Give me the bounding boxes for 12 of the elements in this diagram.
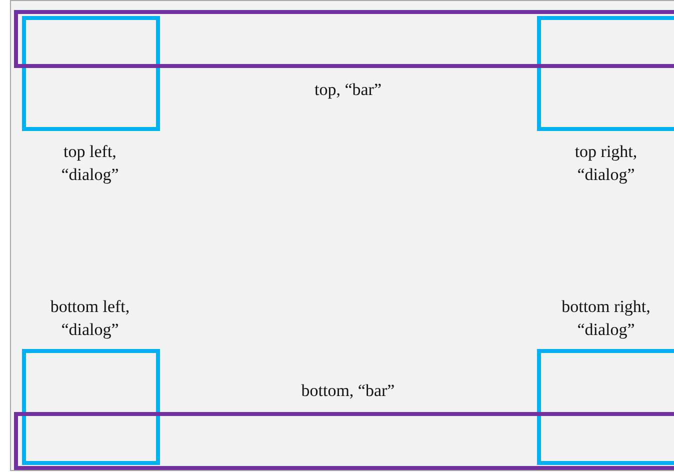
bar-outline [14,10,674,68]
dialog-label: top right, “dialog” [574,141,638,186]
dialog-outline [537,16,674,131]
dialog-label: top left, “dialog” [60,141,120,186]
bar-label: top, “bar” [313,79,383,101]
bar-outline [14,412,674,470]
dialog-outline [22,16,160,131]
dialog-label: bottom right, “dialog” [560,296,652,341]
dialog-outline [537,349,674,465]
bar-label: bottom, “bar” [300,380,396,402]
dialog-outline [22,349,160,465]
dialog-label: bottom left, “dialog” [49,296,131,341]
